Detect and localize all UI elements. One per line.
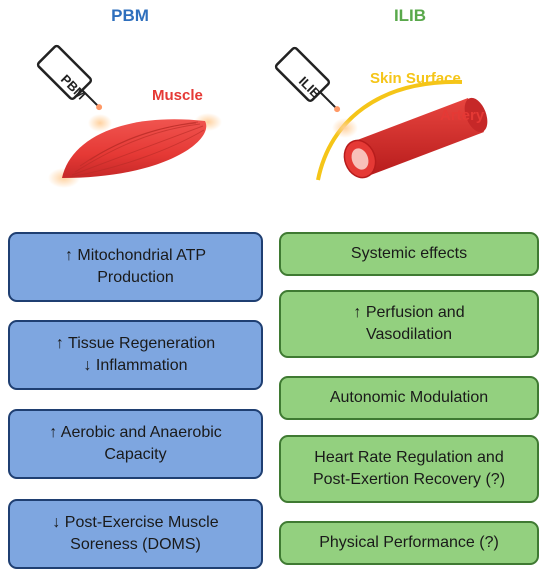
ilib-title: ILIB — [393, 6, 427, 25]
pbm-box-doms: ↓ Post-Exercise Muscle Soreness (DOMS) — [8, 499, 263, 569]
pbm-box-atp: ↑ Mitochondrial ATP Production — [8, 232, 263, 302]
pbm-title: PBM — [111, 6, 149, 25]
ilib-box-heart-rate: Heart Rate Regulation and Post-Exertion … — [279, 435, 539, 503]
artery-illustration — [332, 97, 488, 179]
pbm-box-text: ↑ Aerobic and Anaerobic Capacity — [49, 424, 222, 463]
pbm-box-regeneration: ↑ Tissue Regeneration ↓ Inflammation — [8, 320, 263, 390]
ilib-box-text: Autonomic Modulation — [329, 389, 489, 406]
skin-surface-arc — [316, 79, 463, 181]
ilib-box-text: ↑ Perfusion and Vasodilation — [353, 304, 465, 343]
ilib-box-autonomic: Autonomic Modulation — [279, 376, 539, 420]
skin-surface-label: Skin Surface — [370, 70, 461, 87]
artery-label: Artery — [440, 107, 485, 124]
illustration: PBM Muscle ILIB Skin Surface Artery — [36, 44, 488, 188]
muscle-label: Muscle — [152, 87, 203, 104]
muscle-illustration — [48, 113, 222, 188]
pbm-box-text: ↑ Tissue Regeneration ↓ Inflammation — [55, 335, 216, 374]
ilib-box-text: Heart Rate Regulation and Post-Exertion … — [312, 449, 506, 488]
ilib-box-text: Systemic effects — [350, 245, 468, 262]
pbm-probe-icon — [36, 44, 103, 111]
pbm-box-text: ↑ Mitochondrial ATP Production — [64, 247, 207, 286]
ilib-box-performance: Physical Performance (?) — [279, 521, 539, 565]
pbm-box-capacity: ↑ Aerobic and Anaerobic Capacity — [8, 409, 263, 479]
pbm-box-text: ↓ Post-Exercise Muscle Soreness (DOMS) — [52, 514, 219, 553]
ilib-probe-icon — [274, 46, 341, 113]
ilib-box-text: Physical Performance (?) — [319, 534, 499, 551]
ilib-box-perfusion: ↑ Perfusion and Vasodilation — [279, 290, 539, 358]
ilib-box-systemic: Systemic effects — [279, 232, 539, 276]
